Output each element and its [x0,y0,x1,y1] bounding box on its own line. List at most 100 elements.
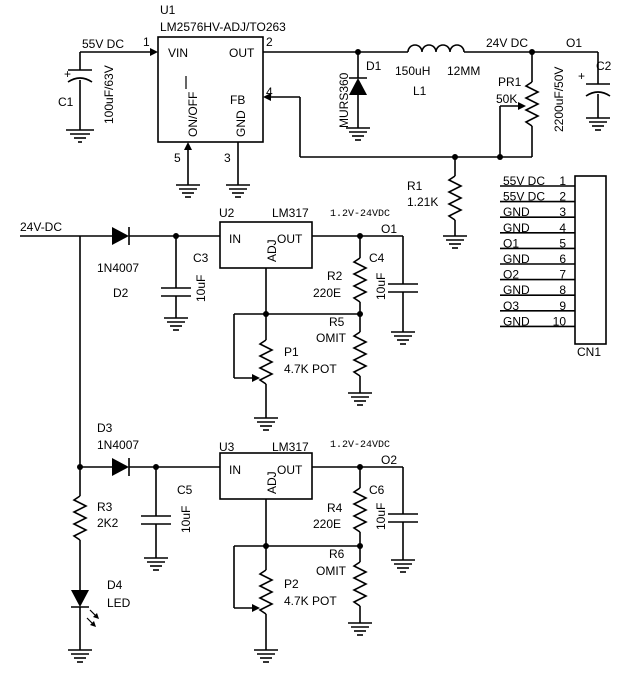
u1-onoff-ground [176,142,200,198]
u2-body [219,221,313,269]
cn1-pin-label: GND [503,252,530,266]
r3-resistor: R3 2K2 [72,495,119,590]
u1-gnd-ground [226,142,250,198]
wire-u1-out [263,49,408,55]
r6-resistor: R6 OMIT [316,547,372,636]
cn1-pin-label: GND [503,205,530,219]
u2-out-label: OUT [277,232,303,246]
u1-gnd-label: GND [234,110,248,137]
c6-ref: C6 [369,483,385,497]
c4-capacitor: C4 10uF [369,251,418,345]
u2-regulator: U2 LM317 IN OUT ADJ 1.2V-24VDC O1 [219,206,397,269]
u1-pin4: 4 [266,85,273,99]
cn1-pin-number: 1 [559,174,566,188]
u1-vin-label: VIN [168,46,188,60]
d2-value: 1N4007 [97,261,139,275]
net-24v-label: 24V DC [486,36,528,50]
wire-feedback [263,93,532,160]
u1-regulator: U1 LM2576HV-ADJ/TO263 VIN OUT FB ON/OFF … [143,3,286,165]
c2-capacitor: + C2 2200uF/50V [552,59,612,132]
c5-ref: C5 [177,483,193,497]
cn1-pin-number: 5 [559,236,566,250]
pr1-value: 50K [496,92,517,106]
u3-adj-label: ADJ [265,471,279,494]
c2-ref: C2 [596,59,612,73]
u1-ref: U1 [160,3,176,17]
r5-resistor: R5 OMIT [316,315,372,406]
o1-top-label: O1 [566,36,582,50]
cn1-pin-number: 3 [559,205,566,219]
d3-ref: D3 [97,421,113,435]
u2-range: 1.2V-24VDC [330,209,390,220]
r2-ref: R2 [327,269,343,283]
d4-value: LED [107,596,131,610]
l1-ref: L1 [413,84,427,98]
c1-plus: + [64,67,71,81]
cn1-pin-label: 55V DC [503,174,545,188]
u3-range: 1.2V-24VDC [330,440,390,451]
d2-diode: 1N4007 D2 [97,227,220,300]
r5-ref: R5 [329,315,345,329]
d1-ref: D1 [366,59,382,73]
cn1-pin-number: 2 [559,190,566,204]
u2-in-label: IN [229,232,241,246]
pr1-ref: PR1 [498,75,522,89]
u1-pin1: 1 [143,35,150,49]
p2-potentiometer: P2 4.7K POT [233,499,363,663]
r3-value: 2K2 [97,516,119,530]
c5-value: 10uF [179,506,193,533]
wire-u2-out [312,233,404,284]
u3-body [219,452,313,500]
l1-value: 150uH [395,64,430,78]
r1-value: 1.21K [407,195,438,209]
c5-capacitor: C5 10uF [141,467,193,571]
r2-value: 220E [313,286,341,300]
cn1-pin-number: 8 [559,283,566,297]
p1-ref: P1 [284,345,299,359]
wire-24vdc-in [20,235,112,496]
r4-resistor: R4 220E [313,467,368,562]
cn1-pin-label: GND [503,283,530,297]
d2-ref: D2 [113,286,129,300]
p2-ref: P2 [284,577,299,591]
cn1-pin-number: 6 [559,252,566,266]
ground-symbol [66,129,94,143]
cn1-pin-number: 4 [559,221,566,235]
cn1-pin-label: GND [503,314,530,328]
c4-value: 10uF [374,273,388,300]
u3-out-net: O2 [381,453,397,467]
u3-out-label: OUT [277,463,303,477]
d1-diode: D1 MURS360 [337,52,382,141]
r4-ref: R4 [327,501,343,515]
d4-ref: D4 [107,578,123,592]
wire-55v-in [79,48,158,70]
r1-resistor: R1 1.21K [407,157,467,249]
cn1-ref: CN1 [577,345,601,359]
c3-ref: C3 [193,251,209,265]
c2-value: 2200uF/50V [552,67,566,132]
cn1-pin-label: O1 [503,236,519,250]
pr1-preset: PR1 50K [496,52,540,157]
net-55v-label: 55V DC [82,37,124,51]
c6-value: 10uF [374,503,388,530]
u1-pin2: 2 [266,35,273,49]
cn1-pin-label: O2 [503,268,519,282]
cn1-pin-number: 10 [553,314,567,328]
c3-value: 10uF [194,275,208,302]
cn1-pin-number: 9 [559,299,566,313]
c6-capacitor: C6 10uF [369,483,418,573]
cn1-body [574,175,607,345]
r6-value: OMIT [316,564,347,578]
u1-fb-label: FB [230,93,245,107]
l1-size: 12MM [447,64,480,78]
p2-value: 4.7K POT [284,594,337,608]
c1-ref: C1 [58,95,74,109]
c3-capacitor: C3 10uF [161,236,209,331]
l1-inductor: 150uH 12MM L1 [395,44,532,98]
u2-adj-label: ADJ [265,239,279,262]
cn1-pin-label: 55V DC [503,190,545,204]
u3-ref: U3 [219,440,235,454]
r6-ref: R6 [329,547,345,561]
d3-diode: D3 1N4007 [77,421,220,476]
